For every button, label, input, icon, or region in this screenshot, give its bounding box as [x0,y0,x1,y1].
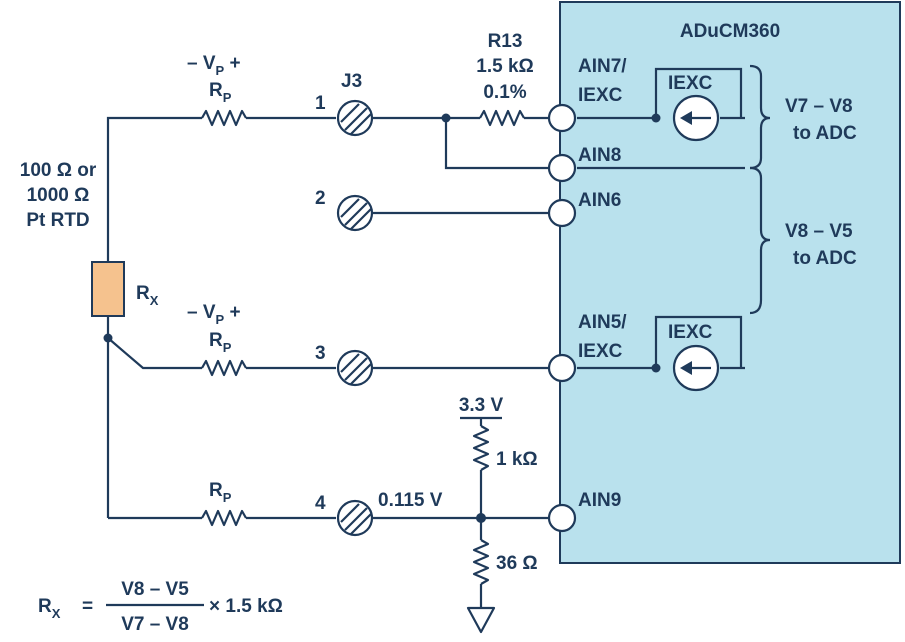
chip-body [559,1,901,564]
r-1k-label: 1 kΩ [496,449,538,470]
pin-ain6-label: AIN6 [578,190,621,211]
rp-top-label: RP [209,80,232,105]
brace-v7v8-line2: to ADC [793,123,857,144]
formula-equals: = [82,596,93,617]
iexc-bottom-label: IEXC [668,322,713,343]
brace-v8v5-line1: V8 – V5 [785,221,853,242]
pin-ain8-node [547,153,577,183]
j3-pin1 [336,99,374,137]
pin-iexc5-label: IEXC [578,341,623,362]
pin-1-label: 1 [315,93,326,114]
formula-multiplier: × 1.5 kΩ [209,596,283,617]
j3-pin3 [336,349,374,387]
brace-v7-v8 [749,64,771,170]
r13-tolerance: 0.1% [483,82,526,103]
node-voltage-label: 0.115 V [378,490,443,511]
pin-3-label: 3 [315,343,326,364]
rp-bottom-label: RP [209,480,232,505]
formula-numerator: V8 – V5 [121,579,189,600]
pin-ain7-label: AIN7/ [578,56,627,77]
brace-v8v5-line2: to ADC [793,248,857,269]
r-1k-resistor [472,425,490,471]
rtd-element [91,261,125,317]
rtd-label-line1: 100 Ω or [20,160,97,181]
supply-label: 3.3 V [459,395,504,416]
pin-ain8-label: AIN8 [578,145,621,166]
pin-4-label: 4 [315,493,326,514]
formula-denominator: V7 – V8 [121,614,189,635]
pin-iexc7-label: IEXC [578,85,623,106]
pin-ain5-label: AIN5/ [578,312,627,333]
pin-ain9-node [547,503,577,533]
rp-mid-label: RP [209,330,232,355]
pin-2-label: 2 [315,188,326,209]
ground-symbol [466,606,496,634]
pin-ain9-label: AIN9 [578,490,621,511]
j3-label: J3 [341,71,362,92]
pin-ain6-node [547,198,577,228]
vp-top: – VP + [187,53,241,78]
brace-v7v8-line1: V7 – V8 [785,96,853,117]
rx-formula: RX = V8 – V5 V7 – V8 × 1.5 kΩ [38,579,283,635]
vp-mid: – VP + [187,302,241,327]
rp-bottom-resistor [201,509,247,527]
rx-label: RX [136,283,159,308]
pin-ain7-node [547,103,577,133]
brace-v8-v5 [749,166,771,315]
rp-top-resistor [201,109,247,127]
current-source-top: IEXC [577,67,745,142]
current-source-bottom: IEXC [577,315,745,392]
formula-lhs: RX [38,596,61,621]
r-36-resistor [472,539,490,585]
j3-pin2 [336,194,374,232]
r13-resistor [479,109,525,127]
pin-ain5-node [547,353,577,383]
r13-value: 1.5 kΩ [476,56,534,77]
chip-name: ADuCM360 [680,21,780,42]
r-36-label: 36 Ω [496,553,538,574]
r13-name: R13 [488,31,523,52]
j3-pin4 [336,499,374,537]
rtd-label-line3: Pt RTD [26,210,89,231]
rp-mid-resistor [201,359,247,377]
rtd-label-line2: 1000 Ω [27,185,90,206]
iexc-top-label: IEXC [668,73,713,94]
